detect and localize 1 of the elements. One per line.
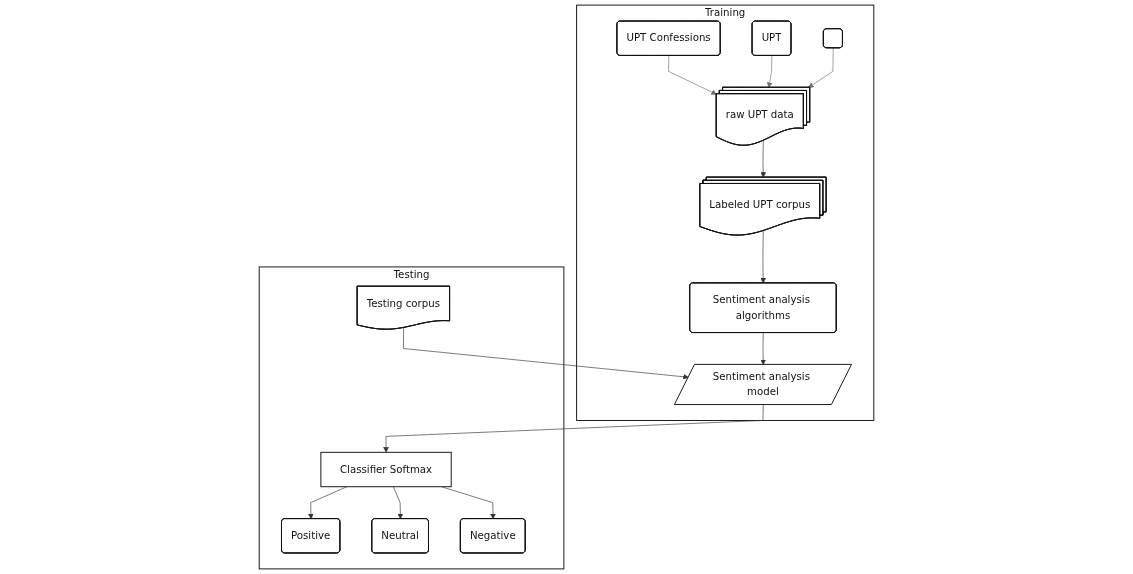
node-box: Classifier Softmax — [320, 451, 452, 488]
